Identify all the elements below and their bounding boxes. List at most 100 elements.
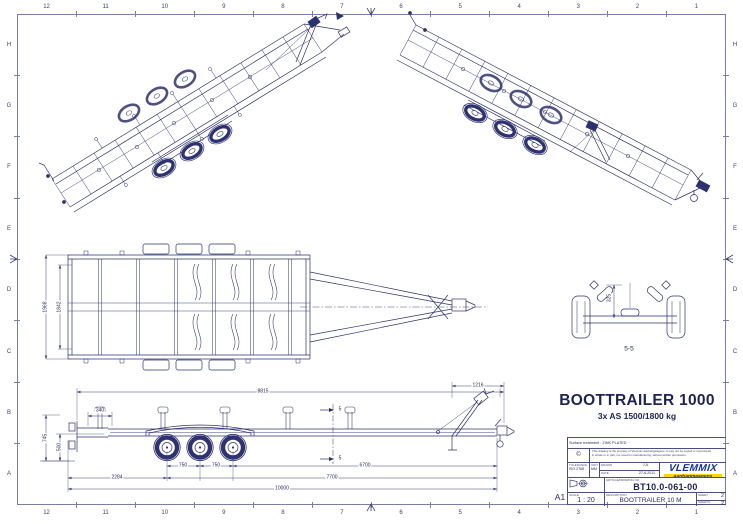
grid-label: 3 bbox=[576, 510, 580, 516]
grid-label: 6 bbox=[399, 510, 403, 516]
grid-label: 5 bbox=[458, 510, 462, 516]
grid-label: B bbox=[732, 409, 738, 416]
copyright-row: © This drawing is the property of Vlemmi… bbox=[568, 448, 726, 462]
description-value: BOOTTRAILER 10 M bbox=[619, 496, 682, 504]
grid-label: E bbox=[6, 225, 12, 232]
grid-label: 12 bbox=[43, 4, 50, 10]
grid-label: 9 bbox=[222, 4, 226, 10]
drawing-number-row: ARTICLE/DRAWING NO. BT10.0-061-00 bbox=[568, 477, 726, 492]
grid-tick bbox=[134, 502, 136, 508]
paper-format-label: A1 bbox=[554, 492, 566, 502]
grid-tick bbox=[75, 11, 77, 17]
grid-label: 2 bbox=[635, 4, 640, 10]
grid-tick bbox=[548, 11, 550, 17]
dim-10000: 10000 bbox=[274, 485, 290, 492]
grid-tick bbox=[252, 502, 254, 508]
grid-tick bbox=[14, 443, 20, 445]
grid-tick bbox=[14, 320, 20, 322]
grid-label: 12 bbox=[43, 510, 50, 516]
grid-tick bbox=[193, 11, 195, 17]
grid-label: 3 bbox=[576, 4, 580, 10]
winch bbox=[569, 120, 611, 163]
grid-tick bbox=[723, 197, 729, 199]
dim-8815: 8815 bbox=[256, 388, 270, 395]
grid-label: H bbox=[732, 41, 738, 48]
grid-tick bbox=[489, 11, 491, 17]
article-number-label: ARTICLE/DRAWING NO. bbox=[606, 478, 641, 482]
grid-tick bbox=[14, 136, 20, 138]
grid-label: 7 bbox=[340, 4, 344, 10]
grid-label: A bbox=[6, 471, 12, 478]
grid-label: D bbox=[732, 287, 738, 294]
dim-1216: 1216 bbox=[471, 382, 485, 389]
grid-label: 11 bbox=[102, 510, 109, 516]
fields-row: TOLERANCE ISO 2768 UNIT MM DRAWN J.A. DA… bbox=[568, 462, 726, 477]
grid-tick bbox=[489, 502, 491, 508]
grid-label: 11 bbox=[102, 4, 109, 10]
projection-symbol-icon bbox=[569, 479, 588, 488]
grid-label: B bbox=[6, 409, 12, 416]
grid-tick bbox=[14, 381, 20, 383]
grid-label: 4 bbox=[517, 510, 521, 516]
grid-label: 1 bbox=[694, 510, 699, 516]
grid-tick bbox=[723, 443, 729, 445]
date-label: DATE bbox=[601, 470, 609, 475]
grid-label: C bbox=[732, 348, 738, 355]
article-number-value: BT10.0-061-00 bbox=[633, 481, 698, 492]
tolerance-label: TOLERANCE bbox=[569, 463, 588, 467]
dim-500: 500 bbox=[56, 441, 63, 453]
section-arrows bbox=[320, 408, 334, 461]
grid-tick bbox=[723, 381, 729, 383]
dim-plan-outer: 1968 bbox=[42, 300, 49, 314]
centering-marks bbox=[9, 7, 734, 512]
copyright-icon: © bbox=[576, 452, 581, 458]
coupling-side bbox=[494, 418, 515, 448]
dim-6700: 6700 bbox=[358, 462, 372, 469]
tolerance-value: ISO 2768 bbox=[569, 466, 585, 471]
grid-label: 8 bbox=[281, 510, 285, 516]
far-wheels bbox=[479, 73, 563, 125]
grid-label: F bbox=[7, 164, 11, 171]
fender bbox=[145, 424, 255, 436]
vlemmix-logo-bar: aanhangwagens bbox=[664, 474, 722, 477]
dimension-lines bbox=[42, 254, 631, 492]
keel-rollers bbox=[460, 66, 631, 159]
scale-label: SCALE bbox=[569, 493, 579, 497]
grid-tick bbox=[723, 136, 729, 138]
grid-tick bbox=[311, 11, 313, 17]
grid-label: G bbox=[6, 103, 12, 110]
drawn-label: DRAWN bbox=[601, 463, 613, 467]
side-view bbox=[40, 387, 515, 464]
rear-lightboard bbox=[408, 11, 427, 32]
grid-tick bbox=[723, 74, 729, 76]
grid-label: C bbox=[6, 348, 12, 355]
grid-label: H bbox=[6, 41, 12, 48]
grid-label: E bbox=[732, 225, 738, 232]
drawing-subtitle: 3x AS 1500/1800 kg bbox=[597, 411, 677, 421]
winch-side bbox=[436, 387, 495, 451]
grid-tick bbox=[607, 11, 609, 17]
grid-tick bbox=[193, 502, 195, 508]
iso-view-front-left bbox=[38, 12, 351, 213]
grid-tick bbox=[723, 259, 729, 260]
grid-tick bbox=[311, 502, 313, 508]
guide-roller-posts bbox=[94, 406, 356, 429]
grid-label: 5 bbox=[458, 4, 462, 10]
unit-value: MM bbox=[591, 466, 597, 471]
grid-label: F bbox=[733, 164, 737, 171]
surface-treatment: Surface treatment : ZINK PLATED bbox=[569, 441, 627, 445]
grid-tick bbox=[430, 502, 432, 508]
side-roller-pads bbox=[83, 250, 301, 364]
description-label: DESCRIPTION bbox=[606, 493, 627, 497]
rear-lightboard bbox=[38, 162, 66, 204]
near-wheels bbox=[462, 102, 548, 156]
grid-label: A bbox=[732, 471, 738, 478]
date-value: 27-6-2011 bbox=[638, 471, 655, 475]
grid-tick bbox=[666, 502, 668, 508]
grid-tick bbox=[548, 502, 550, 508]
section-marker-top: 5 bbox=[337, 406, 343, 413]
grid-label: 10 bbox=[161, 510, 169, 516]
copyright-line-1: This drawing is the property of Vlemmix … bbox=[592, 449, 712, 453]
sheets-label: SHEETS bbox=[698, 500, 711, 504]
